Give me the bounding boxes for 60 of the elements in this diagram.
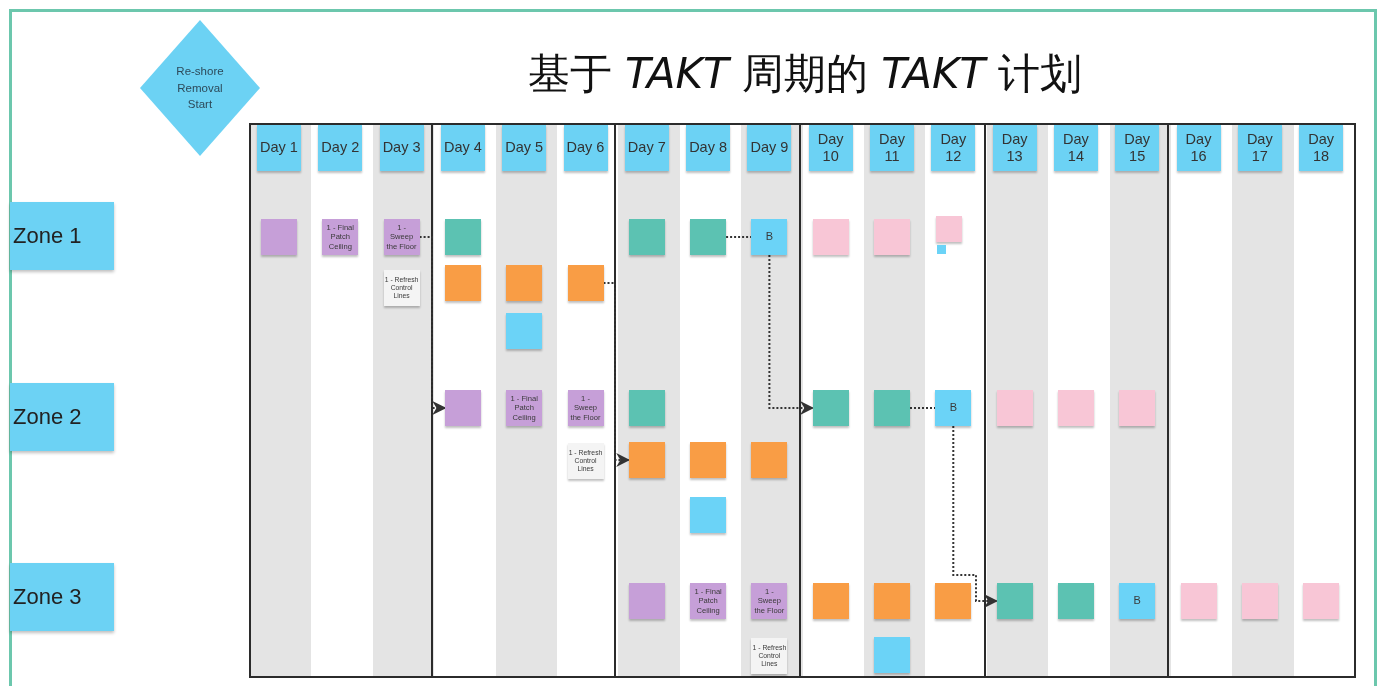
sticky-note bbox=[812, 219, 849, 255]
sticky-note bbox=[261, 219, 297, 255]
sticky-note bbox=[1057, 583, 1094, 619]
sticky-note bbox=[1180, 583, 1217, 619]
day-header-note: Day 15 bbox=[1115, 125, 1160, 171]
dotted-connector bbox=[952, 425, 998, 608]
day-header-note: Day 14 bbox=[1053, 125, 1098, 171]
sticky-note bbox=[1119, 390, 1156, 426]
sticky-note bbox=[751, 442, 788, 478]
sticky-note bbox=[1303, 583, 1340, 619]
sticky-note bbox=[1057, 390, 1094, 426]
sticky-note bbox=[690, 442, 727, 478]
sticky-note bbox=[628, 219, 665, 255]
day-header-note: Day 11 bbox=[870, 125, 914, 171]
sticky-note bbox=[936, 216, 963, 242]
sticky-note bbox=[874, 390, 910, 426]
day-header-note: Day 10 bbox=[808, 125, 853, 171]
sticky-note bbox=[690, 219, 727, 255]
day-header-note: Day 2 bbox=[318, 125, 363, 171]
day-header-note: Day 12 bbox=[931, 125, 976, 171]
sticky-note bbox=[444, 265, 481, 301]
day-header-note: Day 8 bbox=[686, 125, 731, 171]
day-header-note: Day 1 bbox=[257, 125, 301, 171]
sticky-note bbox=[812, 390, 849, 426]
sticky-note: B bbox=[1119, 583, 1156, 619]
sticky-note bbox=[628, 390, 665, 426]
sticky-note bbox=[444, 390, 481, 426]
sticky-note bbox=[874, 219, 910, 255]
sticky-note bbox=[874, 583, 910, 619]
day-header-note: Day 3 bbox=[379, 125, 424, 171]
sticky-note bbox=[812, 583, 849, 619]
sticky-note bbox=[1241, 583, 1278, 619]
sticky-note bbox=[628, 442, 665, 478]
zone-label-note: Zone 2 bbox=[10, 383, 114, 451]
zone-label-note: Zone 3 bbox=[10, 563, 114, 631]
day-header-note: Day 4 bbox=[440, 125, 485, 171]
sticky-note bbox=[874, 637, 910, 673]
day-header-note: Day 17 bbox=[1237, 125, 1282, 171]
sticky-note: B bbox=[751, 219, 788, 255]
sticky-note bbox=[567, 265, 604, 301]
sticky-note bbox=[628, 583, 665, 619]
page-title: 基于 TAKT 周期的 TAKT 计划 bbox=[526, 48, 1084, 100]
sticky-note bbox=[506, 313, 543, 349]
sticky-note bbox=[506, 265, 543, 301]
sticky-note bbox=[996, 583, 1033, 619]
day-header-note: Day 7 bbox=[624, 125, 669, 171]
sticky-note bbox=[936, 244, 946, 254]
day-header-note: Day 5 bbox=[502, 125, 547, 171]
sticky-note bbox=[444, 219, 481, 255]
day-header-note: Day 13 bbox=[992, 125, 1037, 171]
start-diamond: Re-shore Removal Start bbox=[140, 20, 260, 156]
sticky-note: B bbox=[935, 390, 972, 426]
day-header-note: Day 9 bbox=[747, 125, 792, 171]
day-header-note: Day 18 bbox=[1299, 125, 1344, 171]
sticky-note bbox=[690, 497, 727, 533]
zone-label-note: Zone 1 bbox=[10, 202, 114, 270]
day-header-note: Day 16 bbox=[1176, 125, 1221, 171]
sticky-note bbox=[996, 390, 1033, 426]
sticky-note bbox=[935, 583, 972, 619]
day-header-note: Day 6 bbox=[563, 125, 608, 171]
